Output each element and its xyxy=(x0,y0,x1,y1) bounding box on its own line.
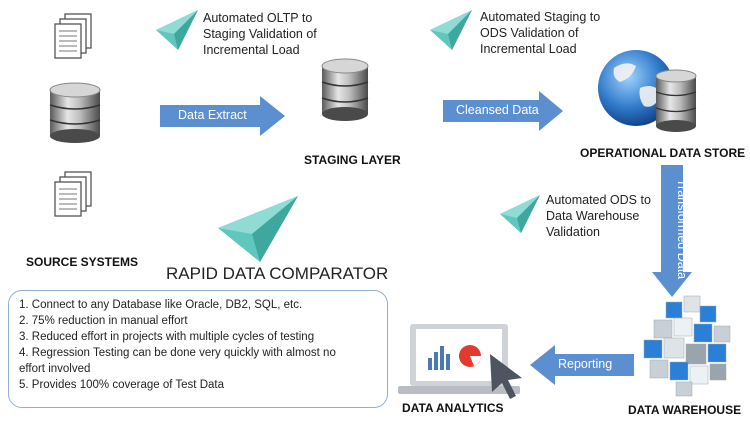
transformed-data-arrow xyxy=(652,165,692,297)
data-extract-label: Data Extract xyxy=(178,108,247,122)
benefits-list: 1. Connect to any Database like Oracle, … xyxy=(19,297,377,393)
caption-staging-to-ods: Automated Staging to ODS Validation of I… xyxy=(480,10,601,56)
data-extract-arrow xyxy=(160,96,285,136)
laptop-chart-icon xyxy=(398,324,520,394)
cleansed-data-label: Cleansed Data xyxy=(456,103,539,117)
cursor-icon xyxy=(490,354,522,399)
database-icon xyxy=(49,82,101,143)
transformed-data-label: Transformed Data xyxy=(675,178,690,280)
source-systems-label: SOURCE SYSTEMS xyxy=(26,255,139,269)
data-analytics-label: DATA ANALYTICS xyxy=(402,401,504,415)
benefit-item: 1. Connect to any Database like Oracle, … xyxy=(19,299,303,311)
reporting-label: Reporting xyxy=(558,357,613,371)
paper-plane-icon xyxy=(218,196,298,262)
document-stack-icon xyxy=(54,13,92,59)
cleansed-data-arrow xyxy=(443,91,563,131)
caption-ods-to-dw: Automated ODS to Data Warehouse Validati… xyxy=(546,193,651,239)
caption-oltp-to-staging: Automated OLTP to Staging Validation of … xyxy=(203,11,317,57)
paper-plane-icon xyxy=(500,195,540,233)
reporting-arrow xyxy=(530,345,634,385)
data-warehouse-label: DATA WAREHOUSE xyxy=(628,403,742,417)
staging-layer-label: STAGING LAYER xyxy=(304,153,401,167)
ods-label: OPERATIONAL DATA STORE xyxy=(580,146,746,160)
document-stack-icon xyxy=(54,171,92,217)
paper-plane-icon xyxy=(430,10,472,50)
benefit-item: effort involved xyxy=(19,363,91,375)
benefit-item: 4. Regression Testing can be done very q… xyxy=(19,347,336,359)
cube-cluster-icon xyxy=(643,295,731,397)
benefit-item: 2. 75% reduction in manual effort xyxy=(19,315,188,327)
benefit-item: 3. Reduced effort in projects with multi… xyxy=(19,331,315,343)
benefit-item: 5. Provides 100% coverage of Test Data xyxy=(19,379,224,391)
product-title: RAPID DATA COMPARATOR xyxy=(166,264,389,283)
database-icon xyxy=(321,58,369,121)
globe-database-icon xyxy=(598,50,697,132)
benefits-box: 1. Connect to any Database like Oracle, … xyxy=(8,290,388,408)
paper-plane-icon xyxy=(156,10,198,50)
